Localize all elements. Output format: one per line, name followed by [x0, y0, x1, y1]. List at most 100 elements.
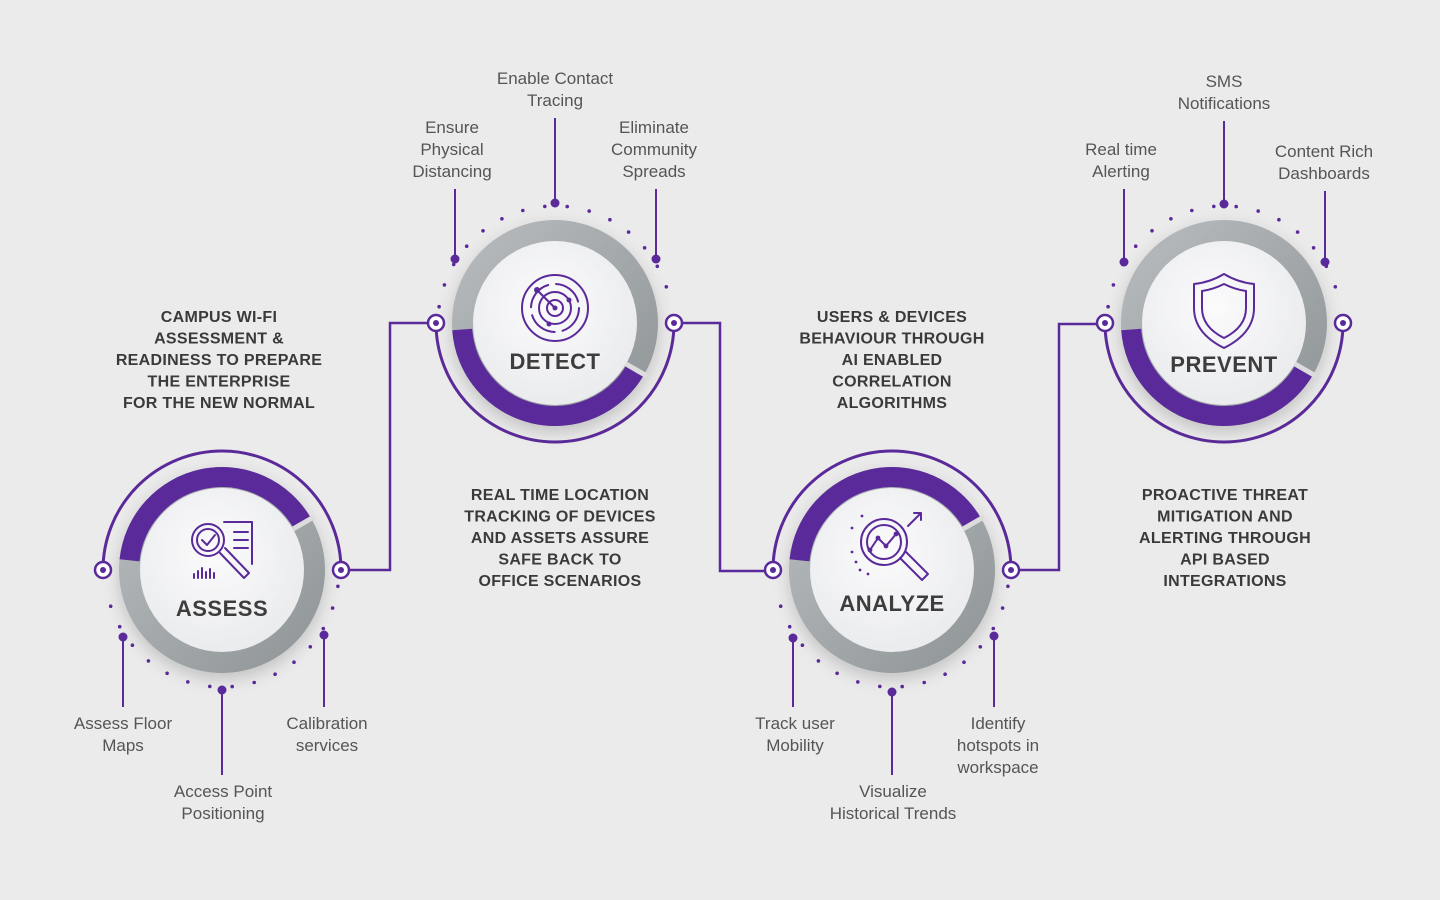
description-line: OFFICE SCENARIOS [478, 573, 641, 590]
description-line: ASSESSMENT & [154, 331, 284, 348]
inner-disc [810, 488, 974, 652]
purple-ring-arc [1121, 328, 1314, 426]
inner-disc [140, 488, 304, 652]
sub-item-label: Distancing [412, 162, 491, 181]
sub-item-label: Tracing [527, 91, 583, 110]
anchor-dot [550, 198, 560, 208]
sub-item: SMS Notifications [1178, 72, 1271, 209]
anchor-dot [651, 254, 661, 264]
connector-node [763, 560, 783, 580]
anchor-dot [788, 633, 798, 643]
sub-item-label: hotspots in [957, 736, 1039, 755]
stage-description: REAL TIME LOCATION TRACKING OF DEVICES AND… [464, 487, 656, 590]
connector-node [93, 560, 113, 580]
outer-arc [771, 449, 1013, 571]
sub-item-label: Physical [420, 140, 483, 159]
sub-item-label: Access Point [174, 782, 273, 801]
connector-lines [342, 321, 1104, 573]
stage-description: USERS & DEVICES BEHAVIOUR THROUGH AI ENABL… [799, 309, 984, 412]
stage-detect [426, 204, 684, 444]
description-line: MITIGATION AND [1157, 509, 1293, 526]
radar-icon [521, 274, 589, 342]
sub-item-label: Identify [971, 714, 1026, 733]
sub-item-label: Historical Trends [830, 804, 957, 823]
description-line: INTEGRATIONS [1163, 573, 1286, 590]
outer-arc [434, 322, 676, 444]
description-line: THE ENTERPRISE [148, 374, 291, 391]
sub-item-label: Enable Contact [497, 69, 614, 88]
sub-item-label: Spreads [622, 162, 685, 181]
sub-item-label: Content Rich [1275, 142, 1373, 161]
sub-item-label: Mobility [766, 736, 824, 755]
anchor-dot [1119, 257, 1129, 267]
sub-item-label: Alerting [1092, 162, 1150, 181]
inner-disc [1142, 241, 1306, 405]
stage-analyze [763, 449, 1021, 689]
stage-description: CAMPUS WI-FI ASSESSMENT & READINESS TO PRE… [116, 309, 322, 412]
connector-line-1 [342, 321, 436, 572]
anchor-dot [989, 631, 999, 641]
purple-ring-arc [119, 467, 312, 562]
stage-title: ANALYZE [839, 591, 944, 616]
connector-node [1333, 313, 1353, 333]
anchor-dot [319, 630, 329, 640]
sub-item-label: Positioning [181, 804, 264, 823]
sub-item-label: SMS [1206, 72, 1243, 91]
connector-node [1001, 560, 1021, 580]
description-line: TRACKING OF DEVICES [464, 509, 656, 526]
description-line: READINESS TO PREPARE [116, 352, 322, 369]
description-line: ALGORITHMS [837, 395, 948, 412]
sub-item-label: workspace [956, 758, 1038, 777]
stage-description: PROACTIVE THREAT MITIGATION AND ALERTING T… [1139, 487, 1311, 590]
dotted-arc [437, 204, 669, 309]
document-magnifier-check-icon [191, 521, 253, 579]
sub-item-label: Assess Floor [74, 714, 173, 733]
sub-item-label: services [296, 736, 358, 755]
sub-item-label: Visualize [859, 782, 927, 801]
dotted-arc [108, 584, 340, 689]
stage-title: DETECT [510, 349, 601, 374]
description-line: AND ASSETS ASSURE [471, 530, 649, 547]
purple-ring-arc [452, 328, 645, 426]
anchor-dot [217, 685, 227, 695]
sub-item: Calibration services [286, 630, 368, 755]
outer-arc [101, 449, 343, 571]
description-line: API BASED [1180, 552, 1270, 569]
anchor-dot [887, 687, 897, 697]
connector-node [1095, 313, 1115, 333]
anchor-dot [1320, 257, 1330, 267]
description-line: CAMPUS WI-FI [161, 309, 277, 326]
description-line: USERS & DEVICES [817, 309, 967, 326]
description-line: PROACTIVE THREAT [1142, 487, 1308, 504]
connector-line-2 [674, 321, 772, 573]
sub-item-label: Maps [102, 736, 144, 755]
description-line: BEHAVIOUR THROUGH [799, 331, 984, 348]
description-line: REAL TIME LOCATION [471, 487, 649, 504]
connector-line-3 [1011, 322, 1104, 572]
stage-title: PREVENT [1170, 352, 1277, 377]
stage-assess [93, 449, 351, 689]
sub-item-label: Community [611, 140, 697, 159]
stage-prevent [1095, 204, 1353, 444]
sub-item: Identify hotspots in workspace [956, 631, 1039, 777]
description-line: SAFE BACK TO [498, 552, 621, 569]
description-line: AI ENABLED [842, 352, 943, 369]
description-line: FOR THE NEW NORMAL [123, 395, 315, 412]
analytics-magnifier-icon [850, 512, 929, 581]
anchor-dot [1219, 199, 1229, 209]
connector-node [331, 560, 351, 580]
sub-item-label: Notifications [1178, 94, 1271, 113]
sub-item-label: Calibration [286, 714, 367, 733]
connector-node [426, 313, 446, 333]
dotted-arc [778, 584, 1010, 689]
description-line: ALERTING THROUGH [1139, 530, 1311, 547]
